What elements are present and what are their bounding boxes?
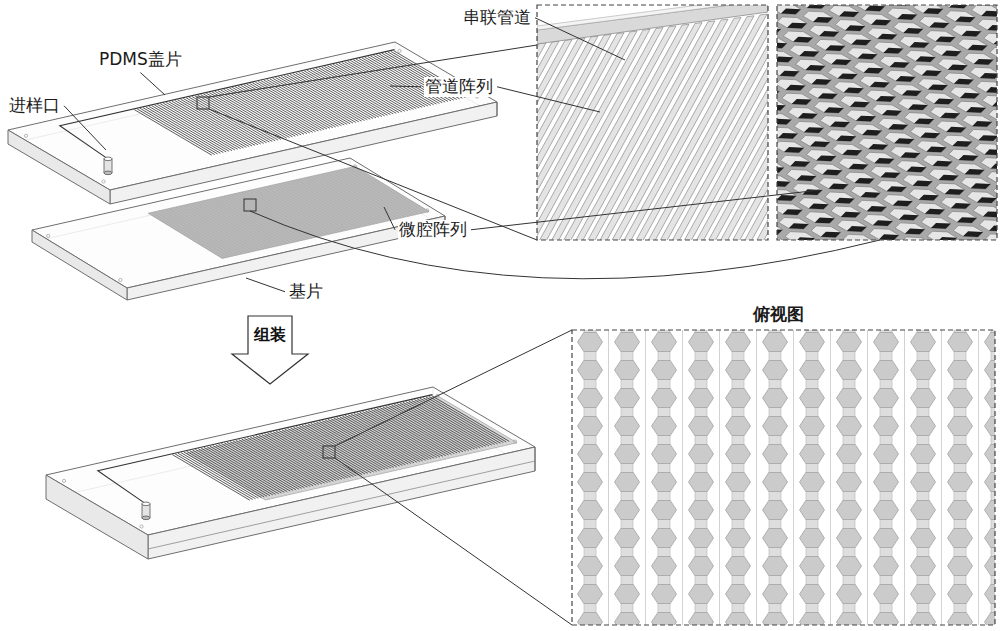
leader-line bbox=[390, 86, 421, 88]
part-label: PDMS盖片 bbox=[98, 50, 183, 70]
part-label: 管道阵列 bbox=[424, 77, 494, 97]
zoom-line bbox=[209, 45, 537, 97]
zoom-line bbox=[335, 458, 572, 625]
arrow-outline bbox=[232, 316, 308, 384]
channel-array bbox=[98, 395, 509, 520]
part-label: 微腔阵列 bbox=[398, 220, 468, 240]
zoom-line bbox=[209, 109, 537, 240]
part-label: 串联管道 bbox=[462, 8, 532, 28]
part-label: 基片 bbox=[288, 282, 324, 302]
part-label: 进样口 bbox=[8, 96, 61, 116]
top-view bbox=[572, 330, 995, 625]
pdms-cover-slab bbox=[8, 42, 497, 204]
zoom-line bbox=[335, 330, 572, 446]
channel-array bbox=[60, 50, 471, 175]
zoom-marker bbox=[197, 97, 209, 109]
leader-line bbox=[384, 207, 395, 230]
inlet-port bbox=[104, 157, 112, 175]
leader-line bbox=[140, 73, 165, 95]
leader-line bbox=[471, 190, 820, 230]
cavity-zoom bbox=[777, 5, 997, 240]
leader-line bbox=[535, 18, 625, 60]
inlet-port bbox=[142, 502, 150, 520]
zoom-frame bbox=[777, 5, 997, 240]
zoom-marker bbox=[323, 446, 335, 458]
assembled-chip bbox=[46, 387, 535, 559]
zoom-frame bbox=[537, 5, 768, 240]
zoom-marker bbox=[244, 199, 256, 211]
channel-zoom bbox=[537, 5, 768, 240]
assemble-arrow: 组装 bbox=[232, 316, 308, 384]
zoom-frame bbox=[572, 330, 995, 625]
leader-line bbox=[246, 278, 285, 292]
leader-line bbox=[497, 87, 600, 112]
step-label: 组装 bbox=[232, 325, 308, 344]
leader-line bbox=[64, 106, 106, 150]
panel-title: 俯视图 bbox=[752, 305, 805, 325]
